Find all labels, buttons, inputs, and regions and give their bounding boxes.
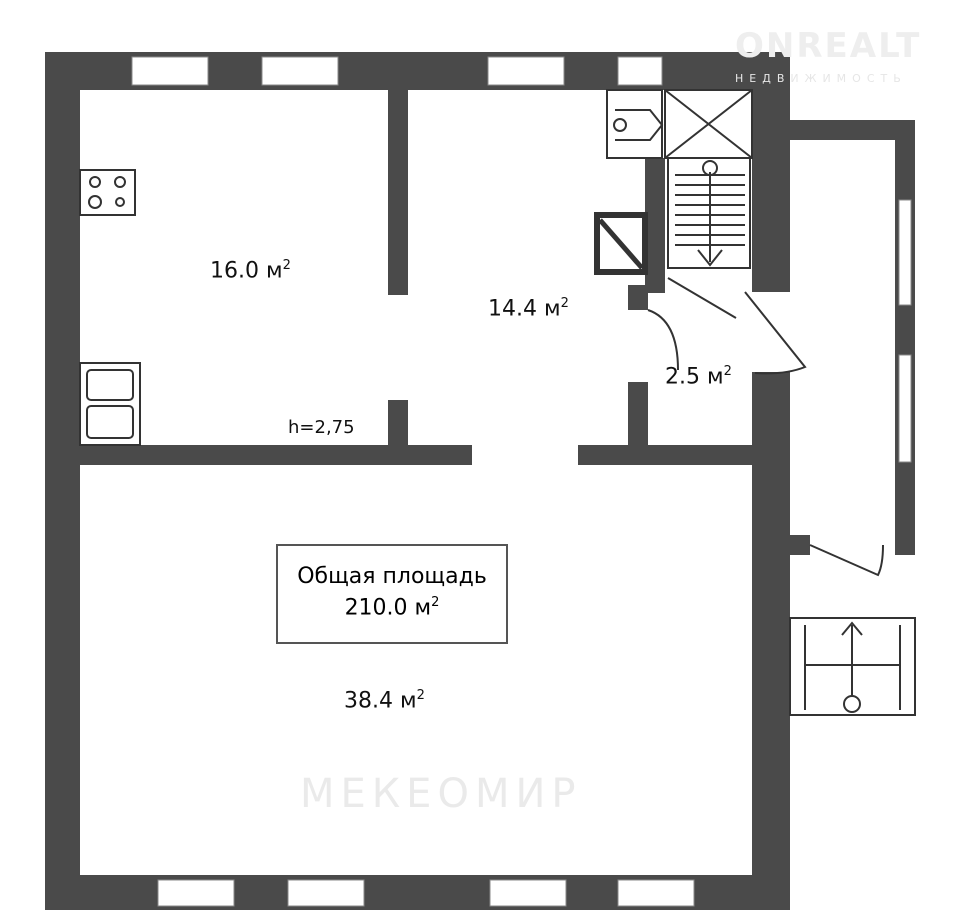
total-area-value: 210.0 м2 [344, 595, 440, 621]
total-area-title: Общая площадь [297, 564, 487, 589]
logo: ONREALT [735, 26, 922, 66]
kitchen-area-label: 16.0 м2 [210, 258, 291, 284]
vestibule-area-label: 2.5 м2 [665, 364, 732, 390]
total-area-box: Общая площадь 210.0 м2 [276, 544, 508, 644]
watermark: МЕКЕОМИР [300, 771, 582, 817]
windows [131, 56, 912, 907]
ceiling-height-label: h=2,75 [288, 417, 355, 438]
logo-subtitle: НЕДВИЖИМОСТЬ [735, 72, 907, 85]
fixtures [79, 89, 916, 716]
hall-area-label: 14.4 м2 [488, 296, 569, 322]
main-room-area-label: 38.4 м2 [344, 688, 425, 714]
